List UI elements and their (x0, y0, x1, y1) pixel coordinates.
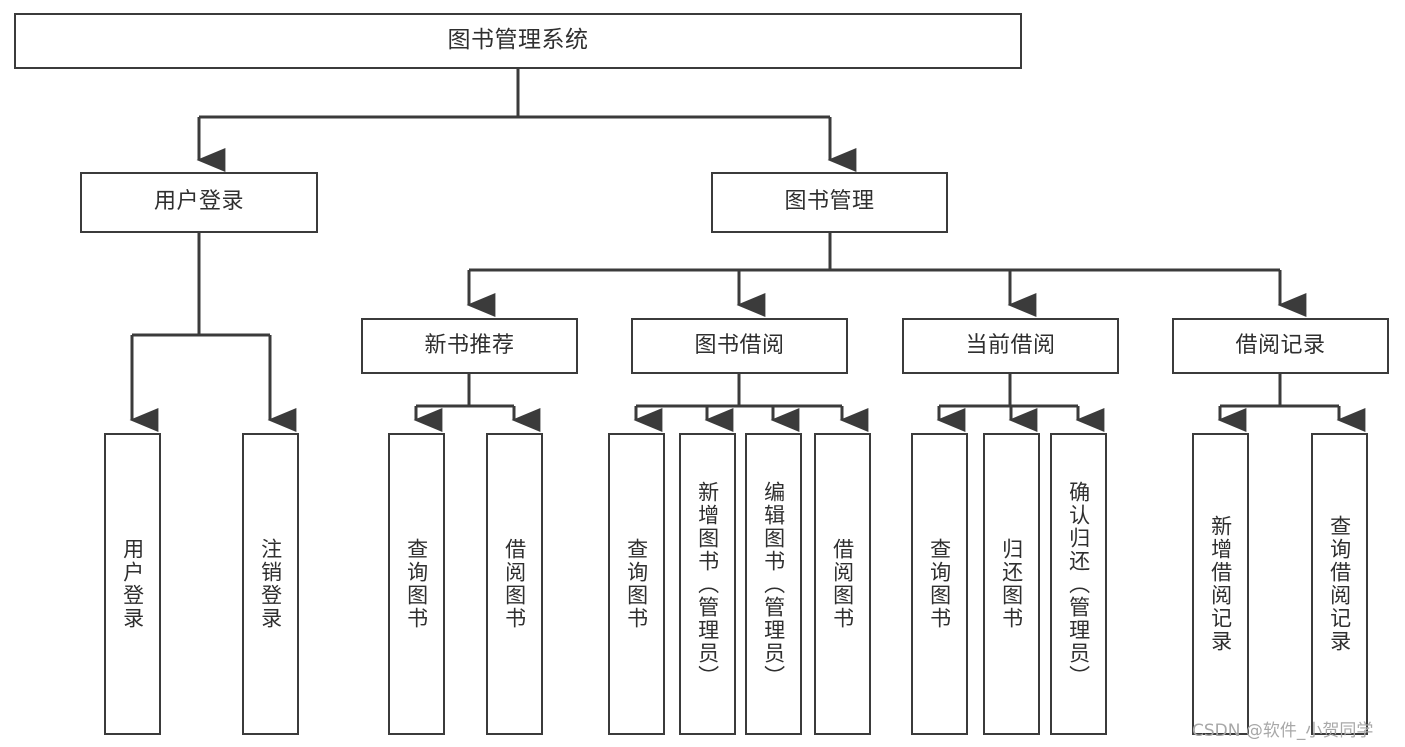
node-new-book-rec[interactable]: 新书推荐 (361, 318, 578, 374)
node-leaf-logout-login[interactable]: 注销登录 (242, 433, 299, 735)
node-book-borrow[interactable]: 图书借阅 (631, 318, 848, 374)
node-leaf-edit-book[interactable]: 编辑图书（管理员） (745, 433, 802, 735)
node-current-borrow[interactable]: 当前借阅 (902, 318, 1119, 374)
node-label: 编辑图书（管理员） (761, 480, 786, 688)
node-label: 归还图书 (999, 538, 1024, 630)
node-label: 图书借阅 (694, 332, 785, 358)
node-leaf-add-book[interactable]: 新增图书（管理员） (679, 433, 736, 735)
node-user-login[interactable]: 用户登录 (80, 172, 318, 233)
node-label: 确认归还（管理员） (1066, 480, 1091, 688)
node-label: 借阅图书 (830, 538, 855, 630)
node-label: 新增图书（管理员） (695, 480, 720, 688)
node-label: 当前借阅 (965, 332, 1056, 358)
node-label: 查询图书 (927, 538, 952, 630)
node-label: 查询借阅记录 (1327, 515, 1352, 653)
node-book-manage[interactable]: 图书管理 (711, 172, 948, 233)
node-leaf-confirm-return[interactable]: 确认归还（管理员） (1050, 433, 1107, 735)
node-leaf-return-book[interactable]: 归还图书 (983, 433, 1040, 735)
node-root-system[interactable]: 图书管理系统 (14, 13, 1022, 69)
node-label: 用户登录 (153, 189, 244, 215)
node-leaf-borrow-book-1[interactable]: 借阅图书 (486, 433, 543, 735)
node-label: 查询图书 (404, 538, 429, 630)
node-label: 用户登录 (120, 538, 145, 630)
node-leaf-query-book-3[interactable]: 查询图书 (911, 433, 968, 735)
node-borrow-record[interactable]: 借阅记录 (1172, 318, 1389, 374)
node-leaf-query-book-1[interactable]: 查询图书 (388, 433, 445, 735)
node-label: 新增借阅记录 (1208, 515, 1233, 653)
node-label: 借阅图书 (502, 538, 527, 630)
node-leaf-borrow-book-2[interactable]: 借阅图书 (814, 433, 871, 735)
node-label: 注销登录 (258, 538, 283, 630)
node-label: 查询图书 (624, 538, 649, 630)
node-leaf-query-record[interactable]: 查询借阅记录 (1311, 433, 1368, 735)
node-label: 图书管理系统 (447, 27, 589, 54)
node-leaf-user-login[interactable]: 用户登录 (104, 433, 161, 735)
node-label: 借阅记录 (1235, 332, 1326, 358)
node-leaf-add-record[interactable]: 新增借阅记录 (1192, 433, 1249, 735)
node-leaf-query-book-2[interactable]: 查询图书 (608, 433, 665, 735)
node-label: 图书管理 (784, 189, 875, 215)
node-label: 新书推荐 (424, 332, 515, 358)
csdn-watermark: CSDN @软件_小贺同学 (1192, 721, 1374, 741)
